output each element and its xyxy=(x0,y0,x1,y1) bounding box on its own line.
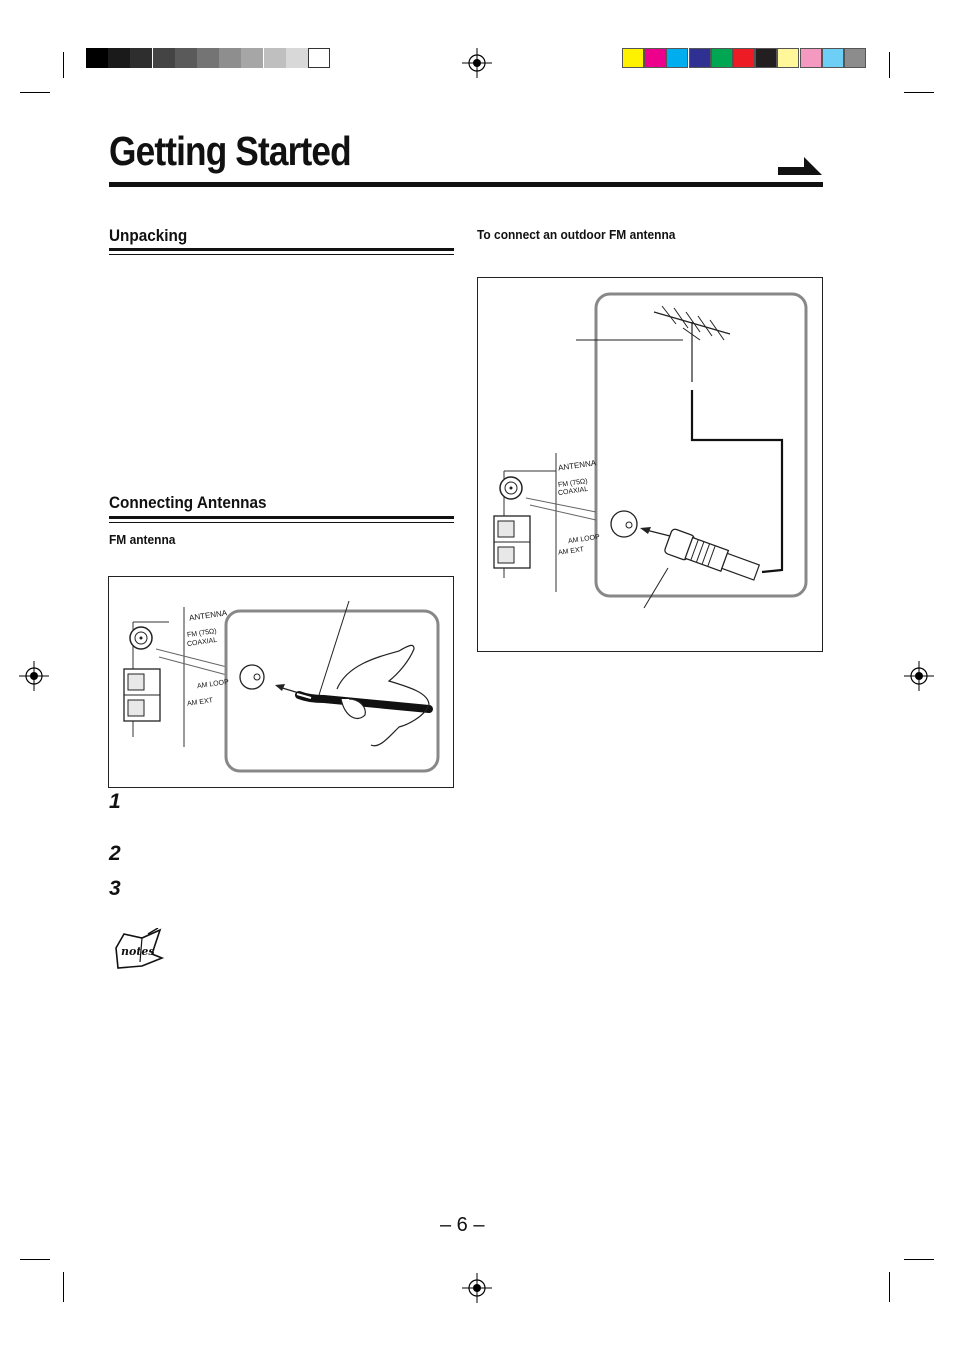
color-swatch xyxy=(799,48,822,68)
section-rule xyxy=(109,516,454,519)
gray-swatch xyxy=(108,48,131,68)
connecting-antennas-heading: Connecting Antennas xyxy=(109,493,267,512)
color-swatch xyxy=(622,48,644,68)
notes-icon: notes xyxy=(112,928,166,972)
gray-swatch xyxy=(263,48,286,68)
color-swatch xyxy=(688,48,711,68)
section-rule xyxy=(109,248,454,251)
gray-swatch xyxy=(241,48,264,68)
registration-target-icon xyxy=(904,661,934,691)
outdoor-fm-antenna-figure: ANTENNA FM (75Ω) COAXIAL AM LOOP AM EXT xyxy=(477,277,823,652)
color-swatch xyxy=(844,48,866,68)
gray-swatch xyxy=(86,48,108,68)
gray-swatch xyxy=(219,48,242,68)
gray-swatch xyxy=(285,48,308,68)
gray-swatch xyxy=(197,48,219,68)
gray-swatch xyxy=(174,48,197,68)
color-swatch xyxy=(821,48,844,68)
color-swatch xyxy=(644,48,667,68)
registration-target-icon xyxy=(19,661,49,691)
fm-antenna-figure: ANTENNA FM (75Ω) COAXIAL AM LOOP AM EXT xyxy=(108,576,454,788)
gray-swatch xyxy=(152,48,175,68)
color-swatch xyxy=(755,48,778,68)
color-swatch xyxy=(710,48,733,68)
color-swatch xyxy=(777,48,800,68)
fm-antenna-heading: FM antenna xyxy=(109,532,176,547)
color-swatch xyxy=(666,48,689,68)
unpacking-heading: Unpacking xyxy=(109,226,188,245)
section-rule xyxy=(109,254,454,255)
gray-swatch xyxy=(308,48,330,68)
registration-target-icon xyxy=(462,48,492,78)
notes-icon-label: notes xyxy=(121,945,155,958)
page-number: – 6 – xyxy=(440,1214,485,1236)
section-rule xyxy=(109,522,454,523)
color-swatch xyxy=(733,48,755,68)
page-title: Getting Started xyxy=(109,128,352,174)
step-number: 1 xyxy=(109,790,121,813)
registration-target-icon xyxy=(462,1273,492,1303)
step-number: 2 xyxy=(109,842,121,865)
gray-swatch xyxy=(130,48,153,68)
title-rule xyxy=(109,182,823,187)
continue-arrow-icon xyxy=(778,157,822,175)
step-number: 3 xyxy=(109,877,121,900)
outdoor-fm-antenna-heading: To connect an outdoor FM antenna xyxy=(477,227,676,242)
